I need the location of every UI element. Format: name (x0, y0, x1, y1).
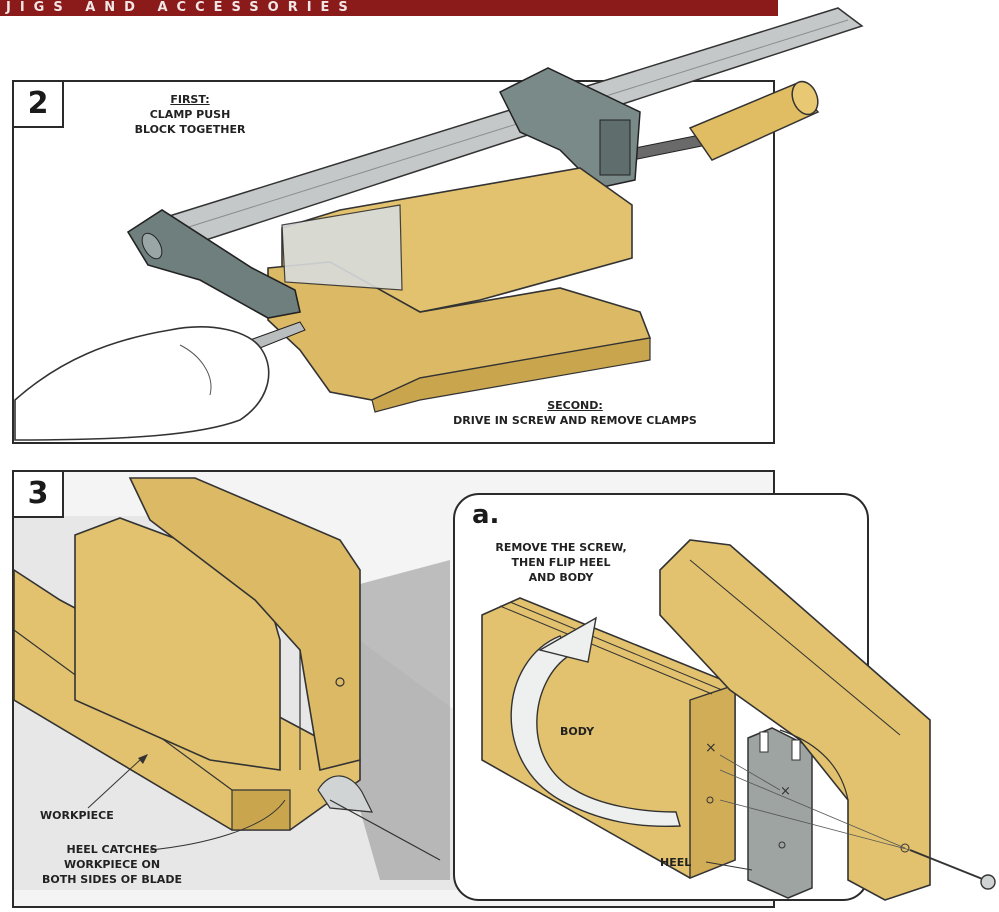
detail-instruction: REMOVE THE SCREW, THEN FLIP HEEL AND BOD… (472, 540, 650, 585)
detail-handle (659, 539, 931, 901)
svg-text:×: × (705, 740, 717, 756)
first-step-title: FIRST: (170, 93, 210, 106)
flip-arrow (510, 635, 681, 828)
body-label: BODY (560, 725, 595, 738)
detail-instruction-line1: REMOVE THE SCREW, (495, 541, 627, 554)
detail-heel (747, 727, 813, 899)
first-step-line1: CLAMP PUSH (149, 108, 231, 121)
heel-catches-line3: BOTH SIDES OF BLADE (42, 873, 182, 886)
heel-catches-label: HEEL CATCHES WORKPIECE ON BOTH SIDES OF … (22, 842, 202, 887)
first-step-label: FIRST: CLAMP PUSH BLOCK TOGETHER (120, 92, 260, 137)
detail-a-letter: a. (472, 500, 500, 530)
heel-catches-line2: WORKPIECE ON (63, 858, 161, 871)
clamp-jaw-left (126, 209, 301, 319)
section-header-bar: JIGS AND ACCESSORIES (0, 0, 778, 16)
step-3-number: 3 (14, 472, 64, 518)
saw-blade (317, 775, 374, 813)
hand (14, 326, 270, 441)
heel-catches-line1: HEEL CATCHES (66, 843, 158, 856)
step-2-number: 2 (14, 82, 64, 128)
second-step-line1: DRIVE IN SCREW AND REMOVE CLAMPS (453, 414, 697, 427)
detail-instruction-line3: AND BODY (528, 571, 594, 584)
section-header-text: JIGS AND ACCESSORIES (6, 0, 357, 15)
second-step-title: SECOND: (547, 399, 603, 412)
detail-instruction-line2: THEN FLIP HEEL (511, 556, 611, 569)
push-block-handle-3 (128, 477, 361, 771)
first-step-line2: BLOCK TOGETHER (134, 123, 246, 136)
heel-label: HEEL (660, 856, 692, 869)
clamp-handle (688, 83, 820, 161)
detail-screw (909, 849, 986, 881)
workpiece-label: WORKPIECE (40, 809, 114, 822)
second-step-label: SECOND: DRIVE IN SCREW AND REMOVE CLAMPS (410, 398, 740, 428)
svg-text:×: × (780, 784, 791, 799)
